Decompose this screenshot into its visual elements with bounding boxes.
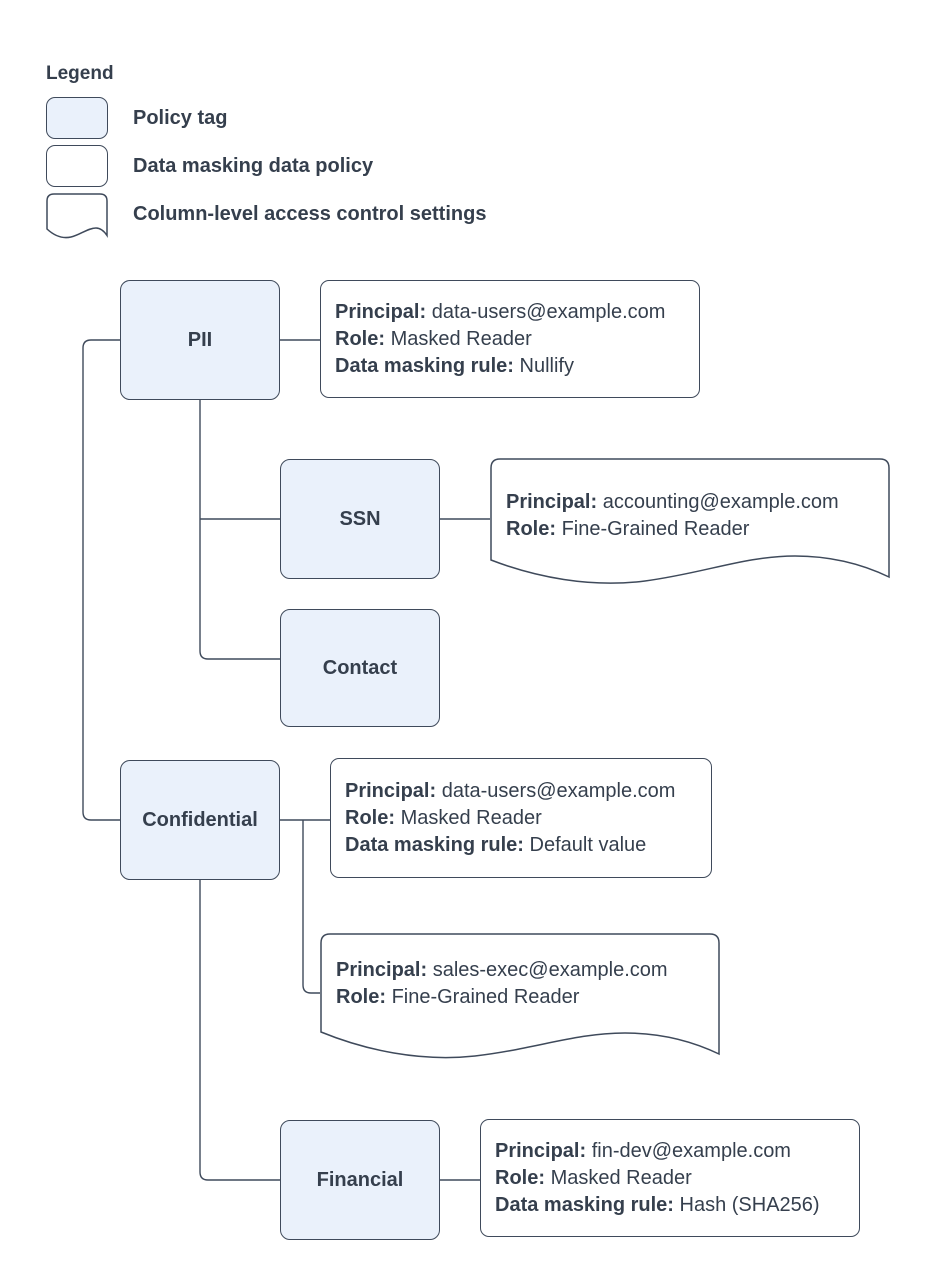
role-line: Role: Masked Reader [345, 805, 703, 832]
document-shape [320, 933, 720, 1059]
policy-tag-ssn: SSN [280, 459, 440, 579]
legend-item-label: Column-level access control settings [133, 203, 487, 225]
principal-value: fin-dev@example.com [591, 1139, 791, 1162]
masking-rule-label: Data masking rule: [345, 833, 524, 856]
data-policy-card-financial: Principal: fin-dev@example.com Role: Mas… [480, 1119, 860, 1237]
principal-line: Principal: accounting@example.com [506, 489, 888, 516]
role-label: Role: [495, 1166, 545, 1189]
legend-access-control-swatch [46, 193, 110, 248]
policy-tag-pii: PII [120, 280, 280, 400]
principal-label: Principal: [335, 300, 427, 323]
role-label: Role: [345, 806, 395, 829]
role-label: Role: [506, 517, 556, 540]
access-control-card-ssn: Principal: accounting@example.com Role: … [490, 458, 890, 598]
role-value: Fine-Grained Reader [391, 986, 580, 1008]
role-label: Role: [336, 986, 386, 1008]
policy-tag-confidential: Confidential [120, 760, 280, 880]
legend-policy-tag-swatch [46, 97, 108, 139]
masking-rule-line: Data masking rule: Default value [345, 832, 703, 859]
masking-rule-value: Default value [529, 833, 647, 856]
role-value: Masked Reader [390, 327, 532, 350]
legend-item-label: Data masking data policy [133, 155, 374, 177]
principal-value: data-users@example.com [431, 300, 666, 323]
role-value: Masked Reader [400, 806, 542, 829]
access-control-text: Principal: sales-exec@example.com Role: … [320, 933, 718, 1035]
role-label: Role: [335, 327, 385, 350]
edge-pii-contact [199, 400, 280, 660]
principal-label: Principal: [506, 490, 598, 513]
data-policy-card-pii: Principal: data-users@example.com Role: … [320, 280, 700, 398]
masking-rule-line: Data masking rule: Nullify [335, 353, 691, 380]
policy-tag-label: PII [187, 328, 213, 351]
legend-title: Legend [46, 63, 114, 84]
principal-line: Principal: data-users@example.com [345, 778, 703, 805]
role-line: Role: Fine-Grained Reader [336, 984, 718, 1011]
document-shape [490, 458, 890, 584]
principal-value: sales-exec@example.com [432, 959, 668, 981]
principal-line: Principal: fin-dev@example.com [495, 1138, 851, 1165]
masking-rule-label: Data masking rule: [495, 1193, 674, 1216]
document-shape-icon [46, 193, 108, 239]
principal-line: Principal: data-users@example.com [335, 299, 691, 326]
data-policy-card-confidential: Principal: data-users@example.com Role: … [330, 758, 712, 878]
role-value: Masked Reader [550, 1166, 692, 1189]
access-control-card-confidential: Principal: sales-exec@example.com Role: … [320, 933, 720, 1073]
legend-data-policy-swatch [46, 145, 108, 187]
principal-label: Principal: [345, 779, 437, 802]
role-line: Role: Masked Reader [335, 326, 691, 353]
masking-rule-line: Data masking rule: Hash (SHA256) [495, 1192, 851, 1219]
policy-tag-financial: Financial [280, 1120, 440, 1240]
principal-line: Principal: sales-exec@example.com [336, 957, 718, 984]
policy-tag-label: Contact [322, 656, 398, 679]
principal-value: accounting@example.com [602, 490, 839, 513]
principal-value: data-users@example.com [441, 779, 676, 802]
role-value: Fine-Grained Reader [561, 517, 750, 540]
policy-tag-contact: Contact [280, 609, 440, 727]
role-line: Role: Fine-Grained Reader [506, 516, 888, 543]
policy-tag-label: SSN [339, 507, 381, 530]
edge-confidential-financial [199, 880, 280, 1181]
legend-item-label: Policy tag [133, 107, 228, 129]
access-control-text: Principal: accounting@example.com Role: … [490, 458, 888, 573]
edge-trunk-pii-confidential [82, 339, 120, 821]
principal-label: Principal: [336, 959, 428, 981]
policy-tag-label: Confidential [142, 808, 258, 831]
masking-rule-value: Hash (SHA256) [679, 1193, 820, 1216]
role-line: Role: Masked Reader [495, 1165, 851, 1192]
masking-rule-label: Data masking rule: [335, 354, 514, 377]
principal-label: Principal: [495, 1139, 587, 1162]
masking-rule-value: Nullify [519, 354, 574, 377]
policy-tag-label: Financial [316, 1168, 404, 1191]
edge-confidential-accesscontrol [302, 820, 320, 994]
